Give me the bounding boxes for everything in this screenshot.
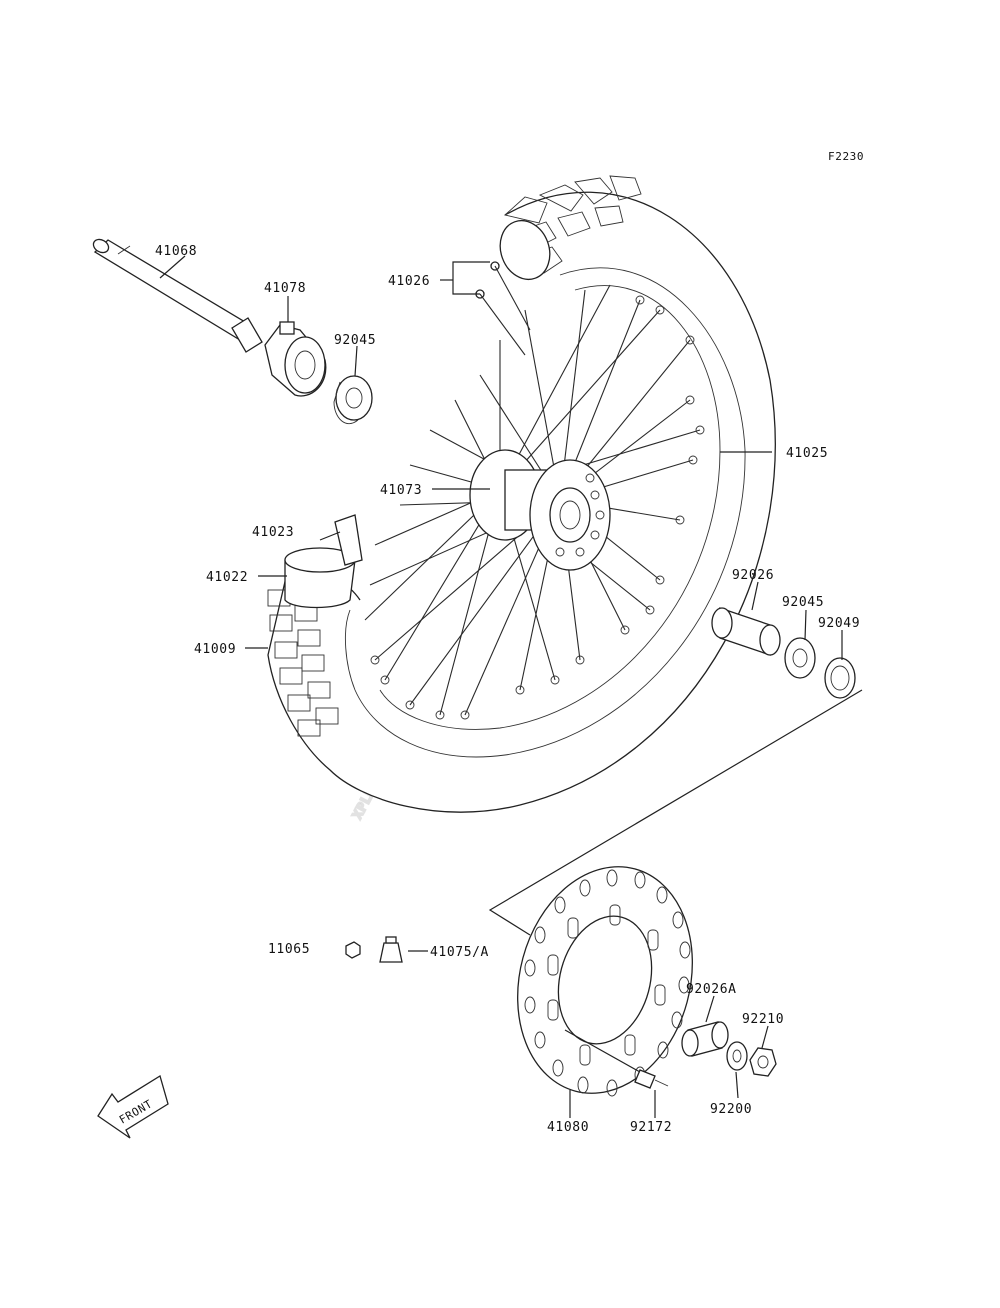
label-92026: 92026	[732, 568, 774, 583]
nut-92210[interactable]	[749, 1047, 777, 1077]
label-41068: 41068	[155, 244, 197, 259]
valve-41075A[interactable]	[379, 936, 403, 963]
spacer-92026A[interactable]	[681, 1021, 729, 1057]
label-41022: 41022	[206, 570, 248, 585]
label-11065: 11065	[268, 942, 310, 957]
washer-92200[interactable]	[726, 1041, 748, 1071]
hub-41073[interactable]	[469, 449, 611, 571]
front-arrow-icon: FRONT	[97, 1074, 169, 1139]
inner-tube-41022[interactable]	[284, 547, 356, 609]
bearing-92045-right[interactable]	[784, 637, 816, 679]
label-41078: 41078	[264, 281, 306, 296]
collar-41078[interactable]	[264, 321, 327, 397]
spoke-nipples	[370, 295, 705, 720]
valve-cap-11065[interactable]	[345, 941, 361, 959]
label-92045-right: 92045	[782, 595, 824, 610]
bearing-92045-left[interactable]	[333, 375, 373, 425]
label-41073: 41073	[380, 483, 422, 498]
label-41023: 41023	[252, 525, 294, 540]
label-92045-left: 92045	[334, 333, 376, 348]
label-41075A: 41075/A	[430, 945, 489, 960]
label-41025: 41025	[786, 446, 828, 461]
bolt-92172[interactable]	[634, 1069, 669, 1089]
label-41080: 41080	[547, 1120, 589, 1135]
spoke-samples-41026[interactable]	[475, 261, 531, 356]
label-92200: 92200	[710, 1102, 752, 1117]
leader-lines	[159, 255, 863, 1118]
part-labels: 41068 41078 92045 41026 41025 41073 4102…	[155, 244, 860, 1135]
rim-band-41023[interactable]	[334, 514, 363, 566]
label-92049: 92049	[818, 616, 860, 631]
brake-disc-41080[interactable]	[493, 847, 717, 1113]
label-92172: 92172	[630, 1120, 672, 1135]
label-92210: 92210	[742, 1012, 784, 1027]
seal-92049[interactable]	[824, 657, 856, 699]
axle-41068[interactable]	[91, 237, 263, 353]
figure-code: F2230	[828, 150, 864, 163]
label-41009: 41009	[194, 642, 236, 657]
label-41026: 41026	[388, 274, 430, 289]
spacer-92026[interactable]	[711, 607, 781, 656]
label-92026A: 92026A	[686, 982, 737, 997]
